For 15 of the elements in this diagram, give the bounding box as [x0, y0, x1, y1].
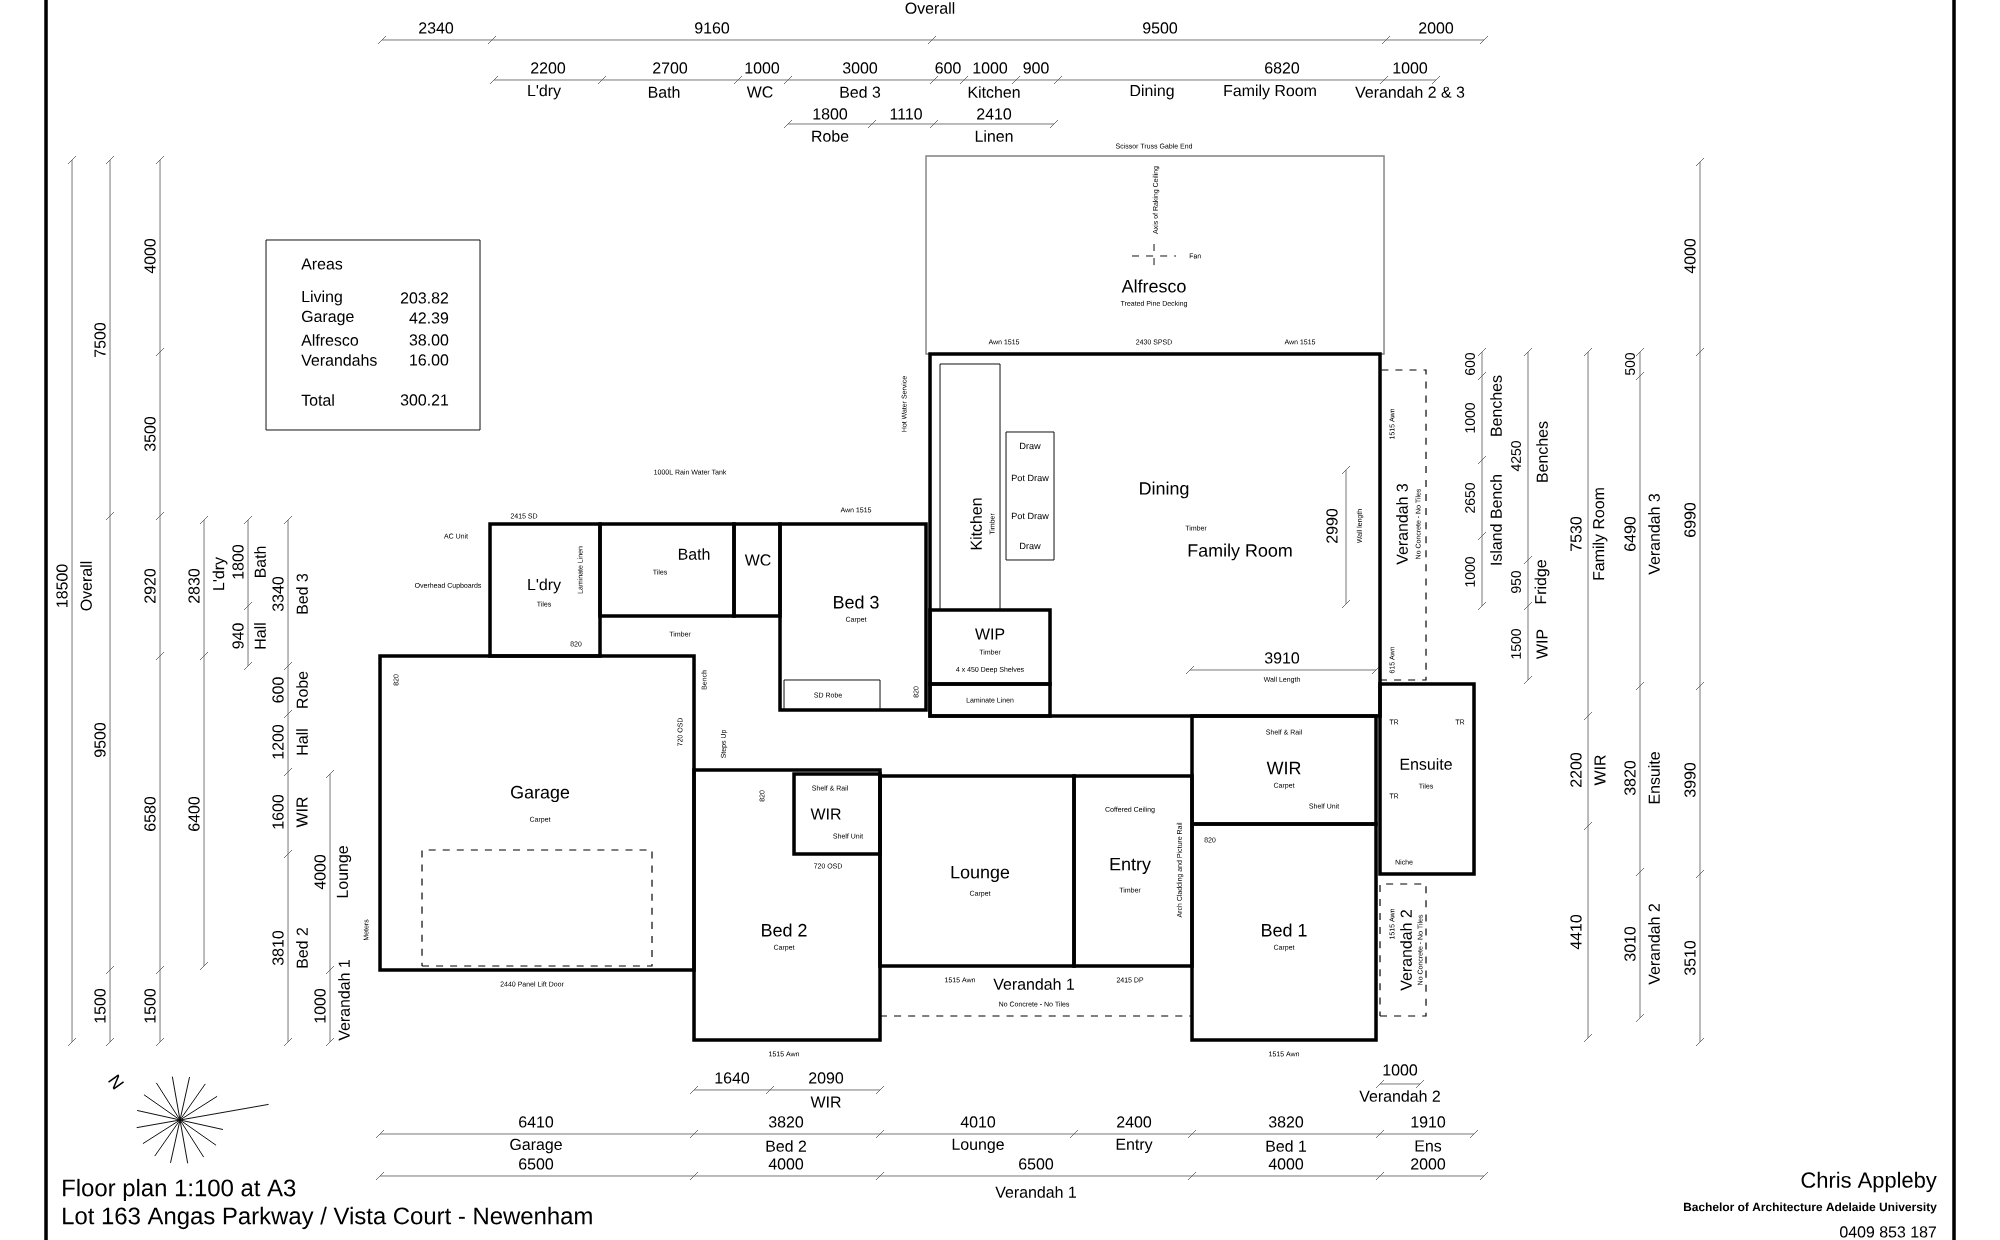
room-name: Alfresco: [1121, 279, 1186, 293]
room-name: Dining: [1140, 481, 1189, 499]
room-name: Garage: [511, 785, 570, 803]
site-address: Lot 163 Angas Parkway / Vista Court - Newenham: [63, 1206, 592, 1230]
room-name: Lounge: [951, 865, 1010, 882]
room-name: Bed 3: [834, 595, 879, 609]
room-name: Family Room: [1188, 543, 1292, 561]
garage-door-outline: [421, 849, 653, 967]
room-name: Bed 1: [1262, 923, 1307, 937]
designer-name: Chris Appleby: [1801, 1171, 1937, 1193]
room-name: Entry: [1110, 857, 1151, 874]
plan-title: Floor plan 1:100 at A3: [63, 1178, 296, 1202]
room-name: Bed 2: [762, 923, 807, 937]
north-label: N: [108, 1074, 124, 1090]
room-name: WIR: [1266, 761, 1301, 775]
